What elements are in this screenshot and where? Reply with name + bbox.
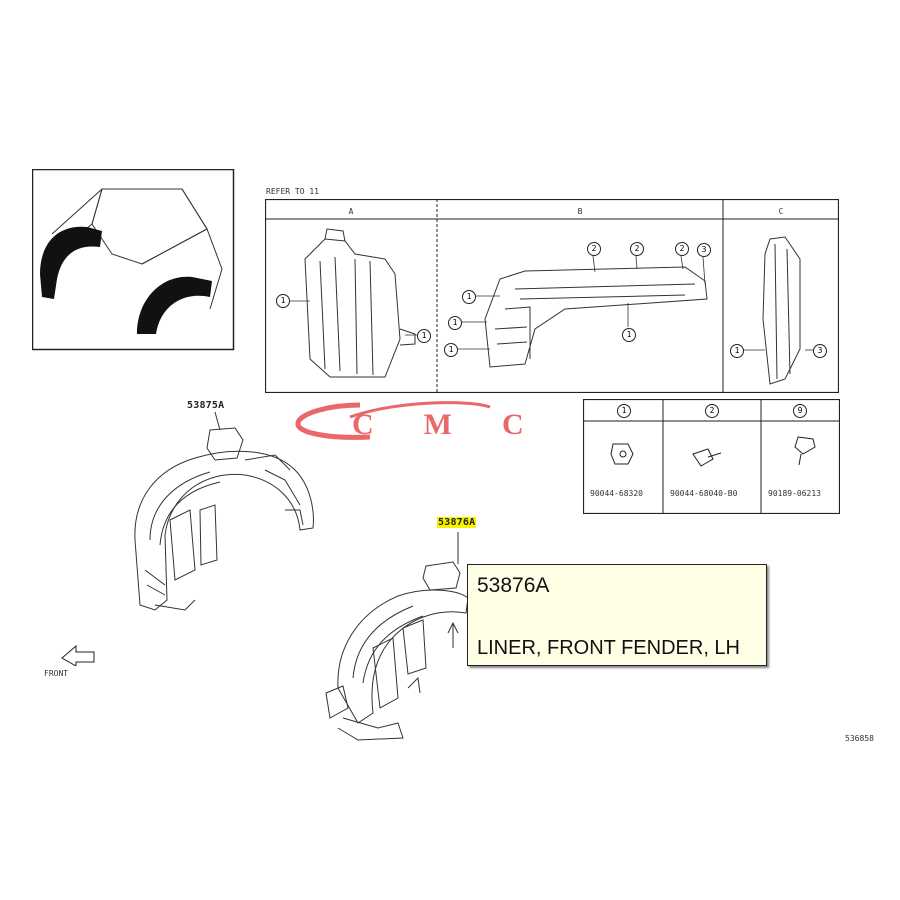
callout-1: 1 [730, 344, 744, 358]
detail-header-a: A [348, 207, 354, 216]
callout-3: 3 [697, 243, 711, 257]
liner-53875a-illustration [134, 411, 314, 611]
fastener-part-number: 90044-68040-B0 [670, 489, 738, 498]
callout-1: 1 [444, 343, 458, 357]
cmc-watermark-logo [295, 401, 491, 440]
part-label-53876a[interactable]: 53876A [437, 517, 477, 528]
fastener-part-number: 90044-68320 [590, 489, 643, 498]
callout-1: 1 [622, 328, 636, 342]
callout-2: 2 [675, 242, 689, 256]
detail-header-c: C [778, 207, 784, 216]
part-tooltip: 53876A LINER, FRONT FENDER, LH [467, 564, 767, 666]
figure-code-label: 536858 [845, 734, 874, 743]
tooltip-description: LINER, FRONT FENDER, LH [477, 637, 740, 659]
fastener-part-number: 90189-06213 [768, 489, 821, 498]
tooltip-part-number: 53876A [477, 574, 550, 597]
cmc-watermark-text: CMC [352, 408, 574, 441]
callout-1: 1 [448, 316, 462, 330]
callout-1: 1 [462, 290, 476, 304]
fastener-header-9: 9 [793, 404, 807, 418]
front-direction-arrow [61, 644, 95, 666]
callout-2: 2 [587, 242, 601, 256]
liner-53876a-illustration[interactable] [318, 528, 478, 743]
callout-1: 1 [276, 294, 290, 308]
part-label-53876a-text: 53876A [437, 517, 477, 528]
part-label-53875a: 53875A [187, 400, 225, 411]
detail-views-table [265, 199, 839, 393]
callout-3: 3 [813, 344, 827, 358]
front-label: FRONT [44, 669, 69, 678]
refer-to-label: REFER TO 11 [266, 187, 319, 196]
callout-1: 1 [417, 329, 431, 343]
callout-2: 2 [630, 242, 644, 256]
detail-header-b: B [577, 207, 583, 216]
fastener-header-2: 2 [705, 404, 719, 418]
fastener-table [583, 399, 840, 514]
fastener-header-1: 1 [617, 404, 631, 418]
vehicle-overview-illustration [32, 169, 235, 351]
